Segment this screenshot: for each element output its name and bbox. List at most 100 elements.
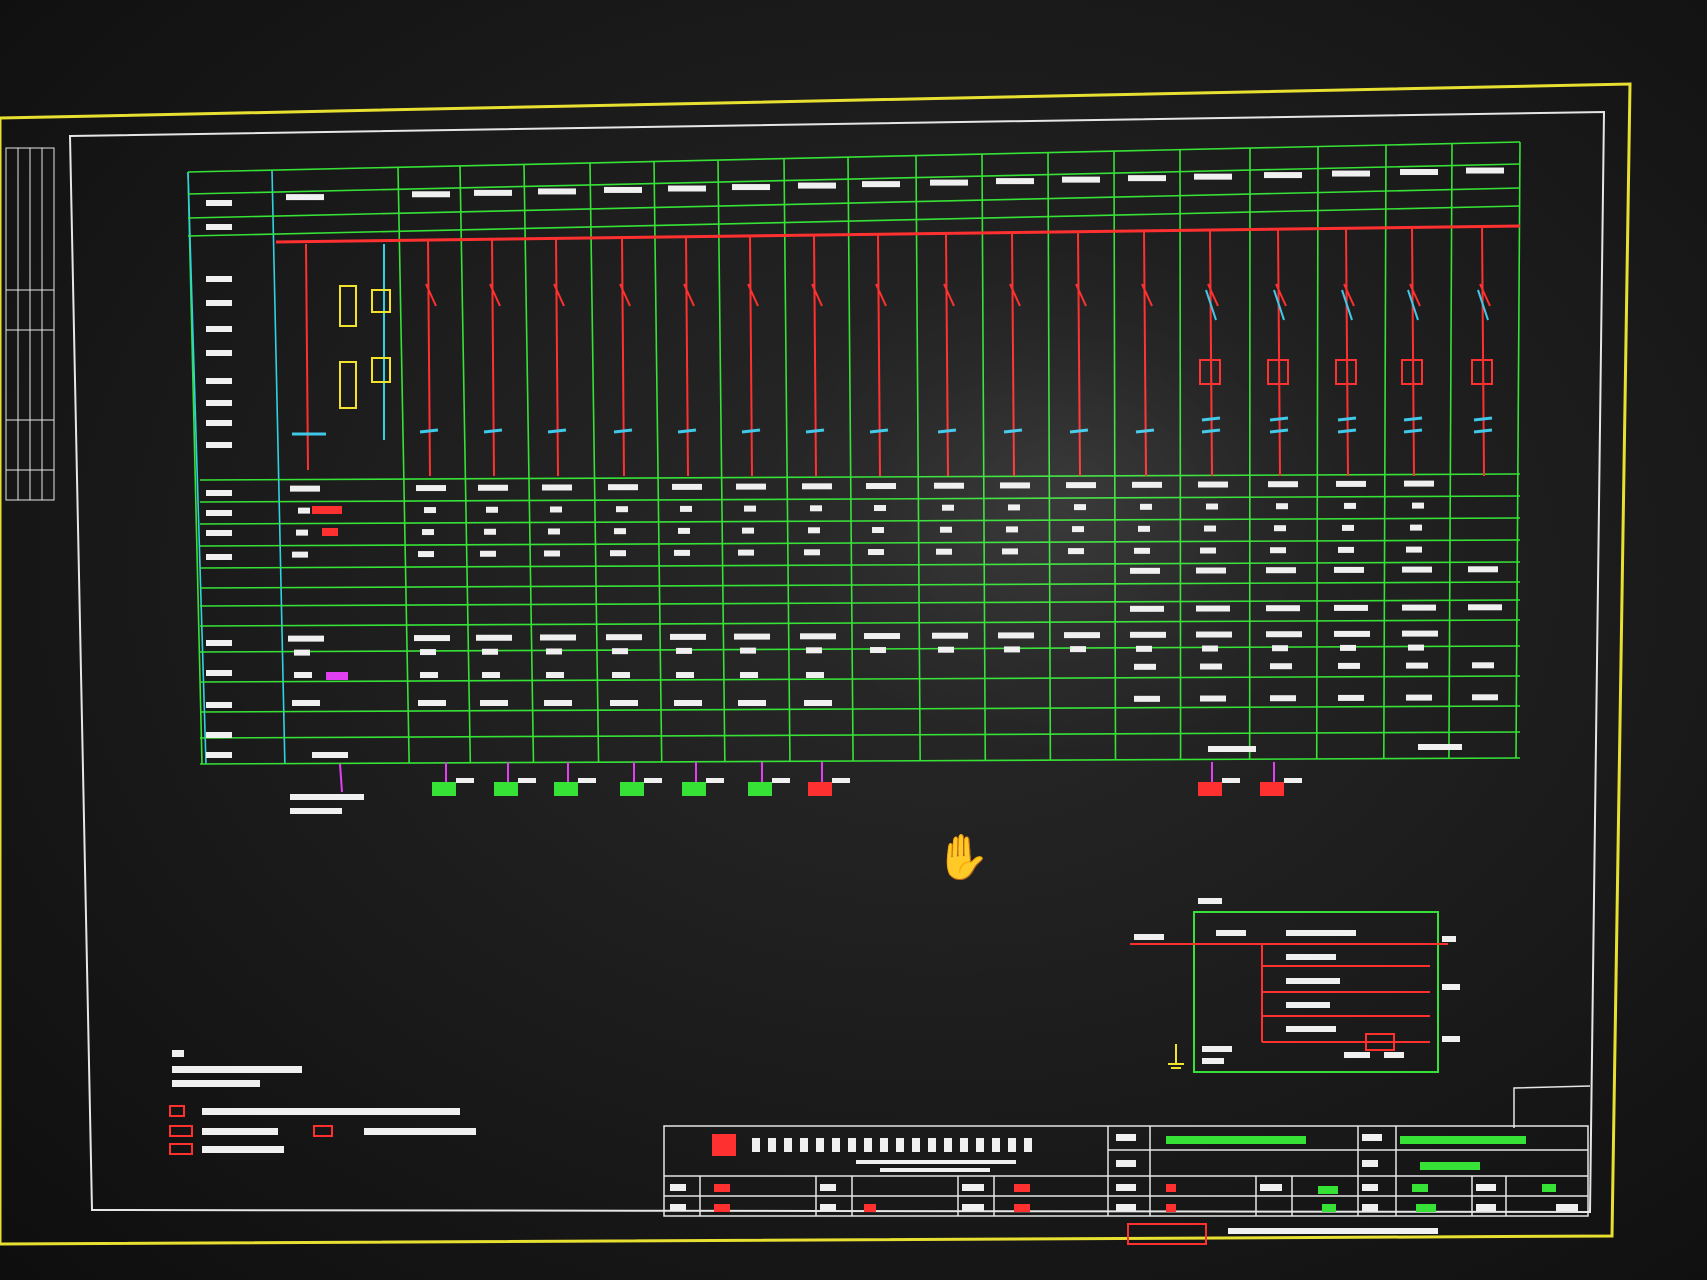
cell-text-mark xyxy=(668,185,706,192)
cell-text-mark xyxy=(676,672,694,678)
cell-text-mark xyxy=(1134,547,1150,554)
cell-text-mark xyxy=(862,181,900,188)
cell-text-mark xyxy=(738,549,754,556)
cell-text-mark xyxy=(932,632,968,639)
terminal-block xyxy=(1260,782,1284,796)
cell-text-mark xyxy=(942,504,954,511)
branch-line xyxy=(1209,229,1213,477)
cell-text-mark xyxy=(1200,663,1222,670)
cell-text-mark xyxy=(478,484,508,491)
cell-text-mark xyxy=(936,548,952,555)
cell-text-mark xyxy=(672,483,702,490)
branch-line xyxy=(945,232,949,477)
branch-line xyxy=(1345,228,1349,477)
grid-column-line xyxy=(589,162,600,763)
cell-text-mark xyxy=(484,528,496,535)
branch-circuit xyxy=(937,232,957,477)
breaker-contact xyxy=(1141,283,1153,307)
incoming-cable-label-mark xyxy=(290,794,364,800)
cell-text-mark xyxy=(1196,605,1230,612)
title-glyph-mark xyxy=(832,1138,840,1152)
grid-header-row-line xyxy=(187,187,1521,219)
control-circuit-diagram[interactable] xyxy=(1130,898,1460,1073)
cell-text-mark xyxy=(292,551,308,558)
grid-column-line xyxy=(783,158,791,762)
title-glyph-mark xyxy=(928,1138,936,1152)
branch-circuit xyxy=(1401,227,1423,477)
main-busbar xyxy=(275,224,1521,244)
cell-text-mark xyxy=(1130,631,1166,638)
branch-circuit xyxy=(1069,231,1089,477)
grid-data-row-line xyxy=(199,645,1521,653)
title-glyph-mark xyxy=(816,1138,824,1152)
meter-symbol xyxy=(339,285,357,327)
cell-text-mark xyxy=(206,640,232,646)
breaker-trip-mark xyxy=(741,428,761,434)
cell-text-mark xyxy=(1466,167,1504,174)
title-glyph-mark xyxy=(784,1138,792,1152)
breaker-contact xyxy=(1479,283,1491,307)
contactor-mark xyxy=(1473,416,1493,422)
cell-text-mark xyxy=(1136,645,1152,652)
cell-text-mark xyxy=(1266,605,1300,612)
cell-text-mark xyxy=(1334,604,1368,611)
title-block[interactable] xyxy=(663,1085,1591,1217)
cell-text-mark xyxy=(872,527,884,534)
breaker-trip-mark xyxy=(419,428,439,434)
cell-text-mark xyxy=(806,647,822,654)
cell-text-mark xyxy=(292,700,320,706)
breaker-contact xyxy=(1075,283,1087,307)
breaker-contact xyxy=(489,283,501,307)
terminal xyxy=(1198,762,1240,796)
grid-data-row-line xyxy=(199,581,1521,589)
cell-text-mark xyxy=(1268,481,1298,488)
branch-line xyxy=(877,233,881,477)
cell-text-mark xyxy=(808,527,820,534)
cell-text-mark xyxy=(298,507,310,514)
terminal-block xyxy=(1198,782,1222,796)
cell-text-mark xyxy=(1006,526,1018,533)
cell-text-mark xyxy=(1140,503,1152,510)
cell-text-mark xyxy=(740,647,756,654)
cell-text-mark xyxy=(734,633,770,640)
branch-line xyxy=(427,239,431,477)
branch-circuit xyxy=(1471,226,1493,477)
cell-text-mark xyxy=(538,188,576,195)
branch-circuit xyxy=(547,237,567,477)
cell-text-mark xyxy=(1068,548,1084,555)
branch-line xyxy=(555,237,559,477)
hand-icon[interactable]: ✋ xyxy=(935,832,990,883)
cell-text-mark xyxy=(206,224,232,230)
cell-text-mark xyxy=(1338,694,1364,701)
cell-text-mark xyxy=(1134,663,1156,670)
branch-line xyxy=(1411,227,1415,477)
contactor-mark xyxy=(1337,416,1357,422)
terminal-label-mark xyxy=(644,778,662,783)
cell-text-mark xyxy=(676,647,692,654)
grid-left-edge xyxy=(187,171,207,765)
grid-column-line xyxy=(981,154,987,761)
branch-circuit xyxy=(1267,228,1289,477)
cell-text-mark xyxy=(742,527,754,534)
breaker-trip-mark xyxy=(1473,428,1493,434)
cell-text-mark xyxy=(1272,645,1288,652)
branch-line xyxy=(749,235,753,477)
cell-text-mark xyxy=(674,700,702,706)
breaker-contact xyxy=(425,283,437,307)
cell-text-mark xyxy=(1334,566,1364,573)
cell-text-mark xyxy=(542,484,572,491)
branch-circuit xyxy=(1135,230,1155,477)
breaker-trip-mark xyxy=(1337,428,1357,434)
cell-text-mark xyxy=(800,633,836,640)
ct-symbol xyxy=(339,361,357,409)
branch-line xyxy=(813,234,817,477)
cell-text-mark xyxy=(206,530,232,536)
cell-text-mark xyxy=(412,191,450,198)
terminal xyxy=(748,762,790,796)
drawing-notes xyxy=(169,1050,476,1155)
thermal-relay-box xyxy=(1199,359,1221,385)
cell-text-mark xyxy=(296,529,308,536)
cell-text-mark xyxy=(550,506,562,513)
cell-text-mark xyxy=(420,649,436,656)
